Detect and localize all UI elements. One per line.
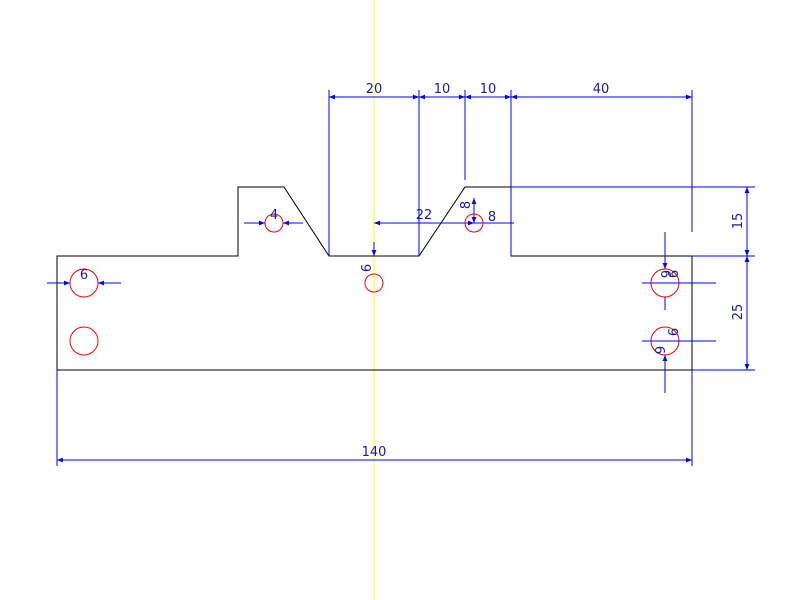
dim-20: 20 [366,82,383,97]
dim-10-a: 10 [434,82,451,97]
dim-10-b: 10 [480,82,497,97]
hole-leaders [47,220,716,393]
dim-8-horizontal: 8 [488,210,496,225]
hole-label-center: 6 [360,264,375,272]
hole-label-right-upper-a: 6 [657,270,672,278]
hole-notch [464,213,484,233]
dim-25: 25 [731,304,746,321]
dimension-lines [57,94,750,463]
dim-15: 15 [731,213,746,230]
dim-40: 40 [593,82,610,97]
dim-140: 140 [362,445,387,460]
hole-label-right-lower-b: 6 [651,346,666,354]
hole-label-right-lower-a: 6 [667,328,682,336]
hole-left-lower [69,326,99,356]
dim-22: 22 [416,208,433,223]
hole-label-left: 6 [80,268,88,283]
hole-label-pocket: 4 [270,208,278,223]
extension-lines [56,90,755,466]
dim-8-vertical: 8 [459,201,474,209]
hole-label-right-upper-b: 6 [667,270,682,278]
hole-center [364,273,384,293]
